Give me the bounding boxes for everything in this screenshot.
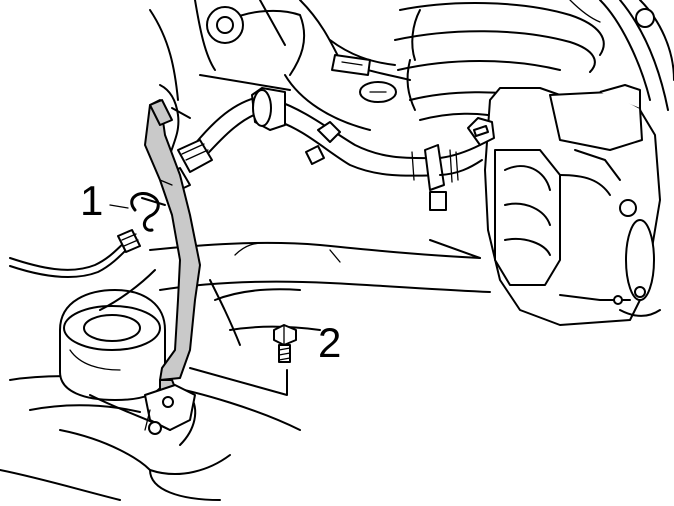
brake-caliper — [467, 84, 661, 326]
bolt-icon — [273, 324, 297, 363]
retaining-clip — [130, 192, 166, 232]
coil-spring — [394, 0, 674, 121]
control-arm — [89, 239, 491, 431]
clip-leader-line — [109, 204, 129, 209]
lower-mount — [144, 384, 196, 435]
callout-bolt-label: 2 — [318, 319, 342, 366]
strut-area — [149, 0, 411, 131]
brake-hose — [189, 87, 483, 211]
sensor-cable — [9, 229, 141, 279]
bolt-leader-line — [189, 367, 288, 396]
callout-bracket-label: 1 — [80, 177, 104, 224]
subframe-bushing — [59, 289, 166, 401]
